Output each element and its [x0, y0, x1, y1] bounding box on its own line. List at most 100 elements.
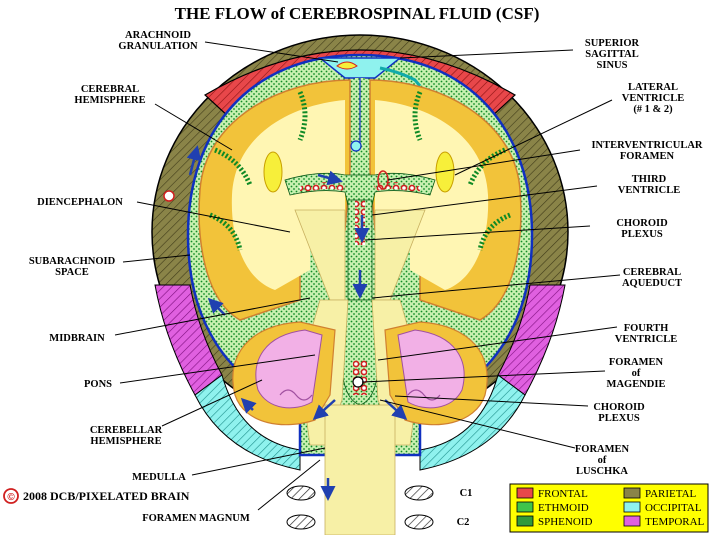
label-medulla: MEDULLA [132, 472, 186, 483]
label-line: MIDBRAIN [49, 333, 105, 344]
label-line: PLEXUS [598, 413, 640, 424]
copyright: © 2008 DCB/PIXELATED BRAIN [3, 488, 190, 504]
c2-left [286, 514, 316, 530]
c2-right [404, 514, 434, 530]
legend-label: TEMPORAL [645, 516, 705, 528]
label-line: GRANULATION [118, 41, 198, 52]
sinus-flow [379, 66, 422, 87]
legend-label: OCCIPITAL [645, 502, 702, 514]
label-line: MAGENDIE [607, 379, 666, 390]
legend-swatch [623, 515, 641, 527]
legend-swatch [623, 487, 641, 499]
label-line: SUPERIOR [585, 38, 640, 49]
label-line: FORAMEN [620, 151, 675, 162]
label-line: SAGITTAL [585, 49, 639, 60]
superior-sagittal-sinus [317, 57, 403, 79]
label-line: of [632, 368, 641, 379]
cerebral-hemispheres [198, 79, 522, 321]
label-pons: PONS [84, 379, 112, 390]
label-line: CEREBELLAR [90, 425, 163, 436]
legend-label: FRONTAL [538, 488, 588, 500]
label-line: C1 [460, 488, 473, 499]
choroid-plexus-upper-strip [355, 200, 365, 245]
medulla [324, 404, 396, 535]
label-line: (# 1 & 2) [633, 104, 673, 115]
lateral-ventricle-left [263, 151, 283, 193]
vertebrae [286, 485, 434, 530]
leader-lines [114, 41, 621, 511]
label-line: LUSCHKA [576, 466, 628, 477]
c1-right [404, 485, 434, 501]
label-line: SUBARACHNOID [29, 256, 116, 267]
label-line: DIENCEPHALON [37, 197, 123, 208]
copyright-text: 2008 DCB/PIXELATED BRAIN [23, 489, 190, 503]
arachnoid-granulation [336, 61, 358, 70]
cerebellar-cortex-right [397, 329, 465, 409]
csf-flow-arrows [163, 145, 408, 501]
label-line: FORAMEN MAGNUM [142, 513, 250, 524]
label-foramen-magnum: FORAMEN MAGNUM [142, 513, 250, 524]
label-line: VENTRICLE [622, 93, 684, 104]
label-line: HEMISPHERE [74, 95, 145, 106]
label-line: LATERAL [628, 82, 678, 93]
label-c2: C2 [457, 517, 470, 528]
white-matter-right [375, 100, 489, 290]
label-line: MEDULLA [132, 472, 186, 483]
label-line: PONS [84, 379, 112, 390]
label-line: SINUS [597, 60, 628, 71]
label-line: PLEXUS [621, 229, 663, 240]
label-midbrain: MIDBRAIN [49, 333, 105, 344]
label-line: C2 [457, 517, 470, 528]
white-matter-left [231, 100, 345, 290]
label-line: VENTRICLE [615, 334, 677, 345]
legend: FRONTAL PARIETAL ETHMOID OCCIPITAL SPHENOID T… [509, 483, 709, 533]
label-line: FORAMEN [575, 444, 630, 455]
copyright-symbol: © [7, 492, 15, 503]
diagram-title: THE FLOW of CEREBROSPINAL FLUID (CSF) [175, 4, 540, 23]
label-line: THIRD [632, 174, 667, 185]
label-line: CEREBRAL [623, 267, 681, 278]
label-line: INTERVENTRICULAR [591, 140, 702, 151]
legend-label: PARIETAL [645, 488, 697, 500]
legend-label: ETHMOID [538, 502, 589, 514]
legend-swatch [516, 501, 534, 513]
label-line: FORAMEN [609, 357, 664, 368]
legend-box [509, 483, 709, 533]
c1-left [286, 485, 316, 501]
cerebellar-cortex-left [255, 329, 323, 409]
foramen-magendie-marker [352, 376, 364, 388]
label-line: ARACHNOID [125, 30, 191, 41]
label-line: AQUEDUCT [622, 278, 682, 289]
label-line: CHOROID [616, 218, 668, 229]
label-line: of [598, 455, 607, 466]
label-line: VENTRICLE [618, 185, 680, 196]
legend-label: SPHENOID [538, 516, 592, 528]
legend-swatch [516, 515, 534, 527]
label-line: FOURTH [624, 323, 669, 334]
label-c1: C1 [460, 488, 473, 499]
label-diencephalon: DIENCEPHALON [37, 197, 123, 208]
legend-swatch [623, 501, 641, 513]
label-line: SPACE [55, 267, 89, 278]
label-line: CEREBRAL [81, 84, 139, 95]
legend-swatch [516, 487, 534, 499]
label-line: HEMISPHERE [90, 436, 161, 447]
label-line: CHOROID [593, 402, 645, 413]
